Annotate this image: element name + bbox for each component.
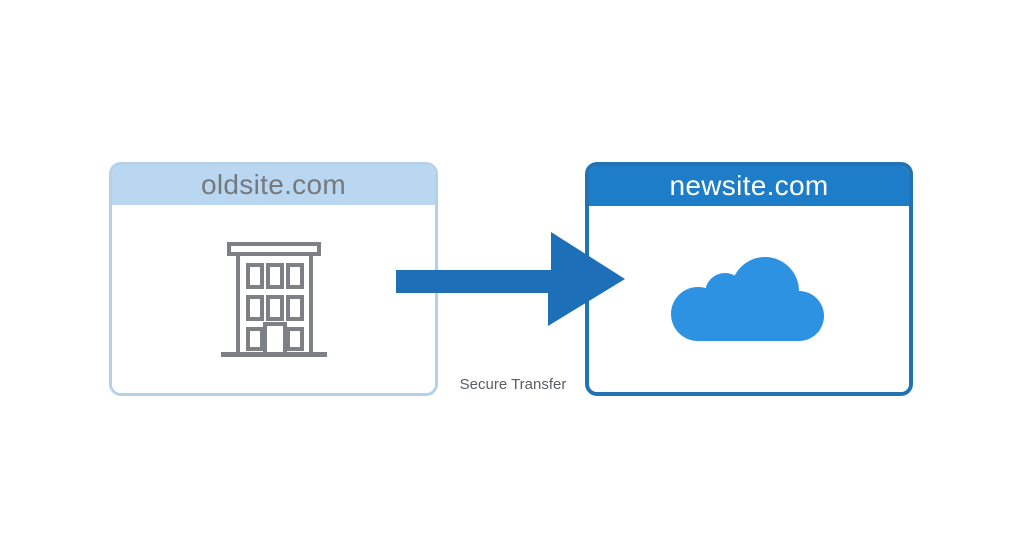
newsite-header: newsite.com bbox=[589, 166, 909, 206]
transfer-label: Secure Transfer bbox=[459, 376, 567, 393]
oldsite-body bbox=[112, 205, 435, 393]
oldsite-title: oldsite.com bbox=[201, 169, 346, 200]
building-icon bbox=[220, 240, 327, 358]
oldsite-card: oldsite.com bbox=[109, 162, 438, 396]
cloud-icon bbox=[669, 255, 829, 343]
newsite-card: newsite.com bbox=[585, 162, 913, 396]
newsite-body bbox=[589, 206, 909, 392]
transfer-arrow-icon bbox=[396, 232, 625, 326]
newsite-title: newsite.com bbox=[669, 170, 829, 201]
oldsite-header: oldsite.com bbox=[112, 165, 435, 205]
